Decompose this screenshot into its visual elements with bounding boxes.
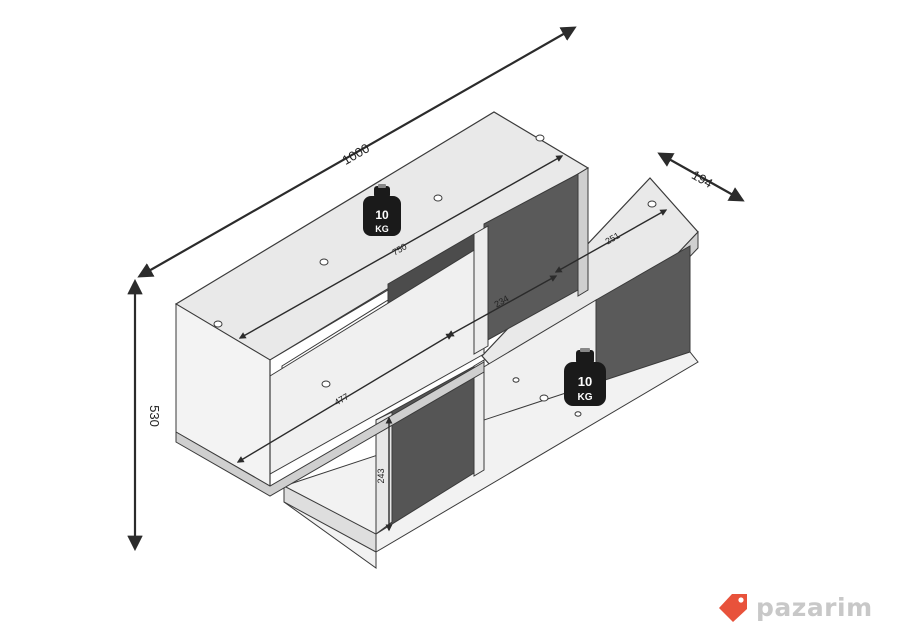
weight-unit-lower: KG [578,392,593,403]
outer-dimensions [127,26,745,552]
weight-icon-lower: 10 KG [564,348,606,406]
brand-watermark: pazarim [718,590,873,624]
tag-icon [719,594,747,622]
weight-value-lower: 10 [578,374,592,389]
weight-icon-top: 10 KG [363,184,401,236]
dim-label-depth: 194 [689,167,715,191]
dim-arrow-width [137,26,577,278]
front-shelf-divider [473,225,489,355]
hole [574,411,582,417]
dim-arrow-depth [657,152,745,202]
hole [319,258,329,266]
hole [213,320,223,328]
dim-label-width: 1000 [339,140,372,167]
hole [433,194,443,202]
front-shelf-end-panel [577,167,589,297]
weight-value-top: 10 [375,208,389,222]
hole [539,394,549,402]
hole [647,200,657,208]
hole [535,134,545,142]
hole [321,380,331,388]
back-shelf-divider [473,359,485,477]
dim-line-477 [236,333,454,463]
dim-line-234 [446,275,558,337]
back-shelf-lower-floor [283,485,377,553]
brand-name: pazarim [756,592,873,622]
dim-label-243: 243 [376,468,386,483]
weight-unit-top: KG [375,224,389,234]
hole [512,377,520,383]
dim-label-height: 530 [147,405,162,427]
